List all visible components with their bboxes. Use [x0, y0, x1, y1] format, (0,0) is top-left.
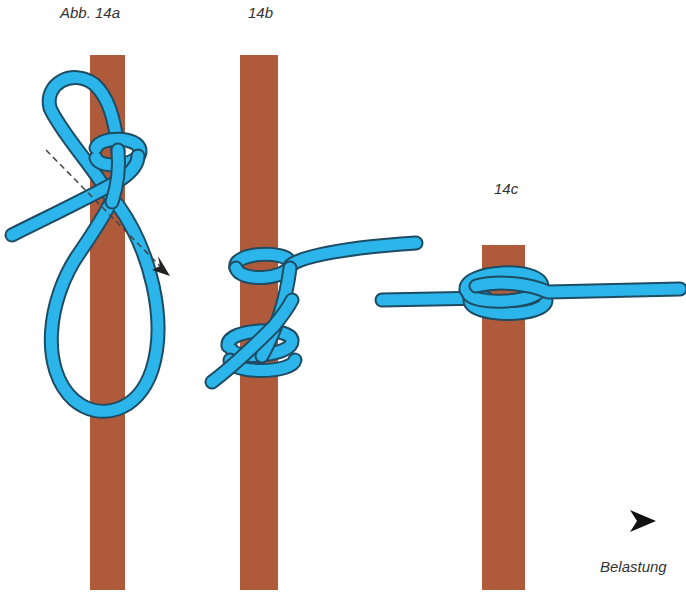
rope — [12, 78, 158, 412]
dashed-path — [46, 150, 160, 266]
figure-label: Abb. 14a — [60, 4, 120, 21]
load-arrow — [630, 510, 656, 532]
rope — [382, 273, 680, 314]
figure-label: 14c — [494, 180, 518, 197]
arrow-head — [152, 256, 170, 276]
rope — [212, 243, 416, 382]
figure-label: 14b — [248, 4, 273, 21]
load-label: Belastung — [600, 558, 667, 575]
